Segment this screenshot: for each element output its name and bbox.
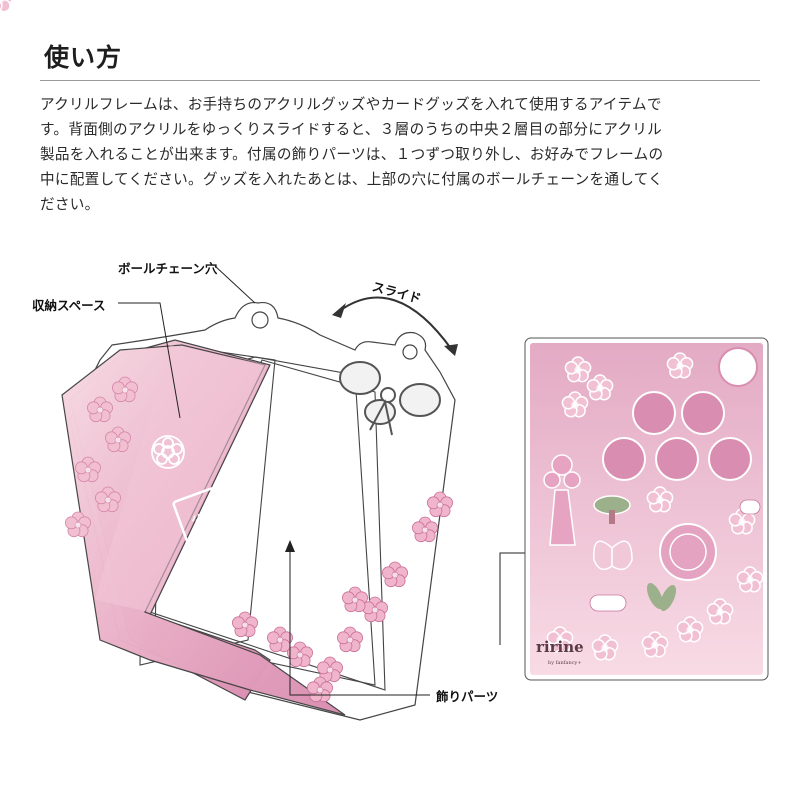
pine-icon (593, 495, 631, 524)
omamori-label-box (172, 486, 248, 594)
page-title: 使い方 (44, 43, 123, 72)
title-divider (40, 80, 760, 81)
sheet-brand: ririne (536, 638, 584, 656)
description-text: アクリルフレームは、お手持ちのアクリルグッズやカードグッズを入れて使用するアイテ… (40, 96, 664, 213)
crest-icon (151, 435, 185, 469)
label-storage-space: 収納スペース (32, 298, 106, 313)
bamboo-icon (646, 583, 677, 611)
slide-arrow-icon (332, 296, 458, 356)
butterfly-icon (593, 540, 633, 571)
cloud-icon (589, 499, 761, 612)
decor-parts-sheet: ririne by fanfancy+ (0, 0, 769, 681)
label-decor-parts: 飾りパーツ (436, 689, 499, 704)
label-chain-hole: ボールチェーン穴 (118, 261, 218, 276)
arrow-head-decor (285, 540, 295, 552)
medallion-icon (659, 523, 717, 581)
tassel-icon (543, 454, 581, 546)
chain-hole-back (251, 311, 269, 329)
front-acrylic-frame: 御 守 (61, 339, 346, 716)
sheet-brand-sub: by fanfancy+ (548, 660, 582, 666)
leader-lines (118, 265, 540, 696)
mizuhiki-knot-icon (339, 361, 441, 436)
